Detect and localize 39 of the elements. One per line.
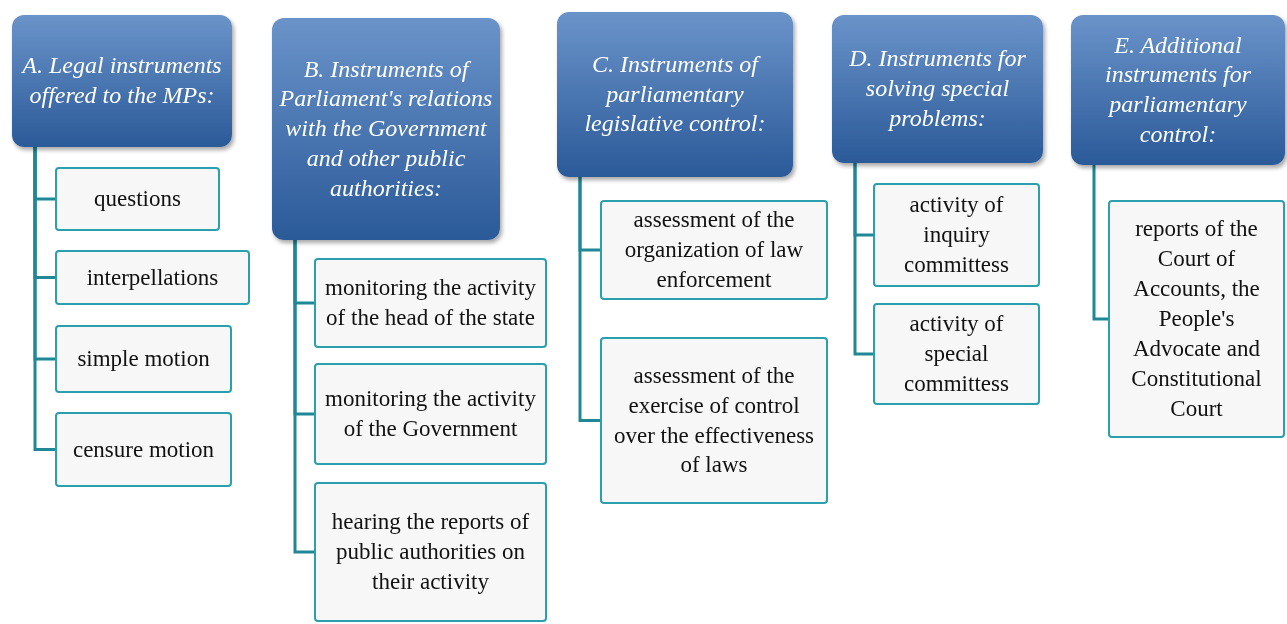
box-text: simple motion [77,345,210,374]
box-text: assessment of the exercise of control over the effectiveness of laws [612,361,816,480]
connector-line [853,163,873,356]
box-text: assessment of the organization of law enforcement [623,206,805,294]
box-text: reports of the Court of Accounts, the People's Advocate and Constitutional Court [1130,215,1263,423]
box-text: monitoring the activity of the head of the state [324,274,537,332]
item-box [600,200,828,300]
box-text: D. Instruments for solving special problems: [848,44,1027,133]
item-box [873,303,1040,405]
item-box [55,250,250,305]
item-box [314,258,547,348]
box-text: questions [94,185,181,214]
box-text: interpellations [86,263,219,292]
item-box [1108,200,1285,438]
item-box [55,412,232,487]
connector-line [578,177,600,422]
box-text: hearing the reports of public authorities on their activity [330,508,531,596]
item-box [600,337,828,504]
item-box [314,482,547,622]
box-text: activity of inquiry committess [903,191,1010,279]
box-text: censure motion [72,435,215,464]
box-text: C. Instruments of parliamentary legislative control: [583,49,767,139]
item-box [55,325,232,393]
box-text: activity of special committess [903,310,1010,398]
box-text: A. Legal instruments offered to the MPs: [20,51,223,110]
connector-line [293,240,314,554]
category-header-box [1071,15,1285,165]
category-header-box [12,15,232,147]
connector-line [1092,165,1108,321]
category-header-box [832,15,1043,163]
item-box [873,183,1040,287]
box-text: B. Instruments of Parliament's relations with the Government and other public authorities: [278,54,494,203]
box-text: E. Additional instruments for parliamentary control: [1104,30,1252,149]
item-box [55,167,220,231]
category-header-box [557,12,793,177]
category-header-box [272,18,500,240]
item-box [314,363,547,465]
box-text: monitoring the activity of the Government [324,385,537,443]
connector-line [33,147,55,451]
